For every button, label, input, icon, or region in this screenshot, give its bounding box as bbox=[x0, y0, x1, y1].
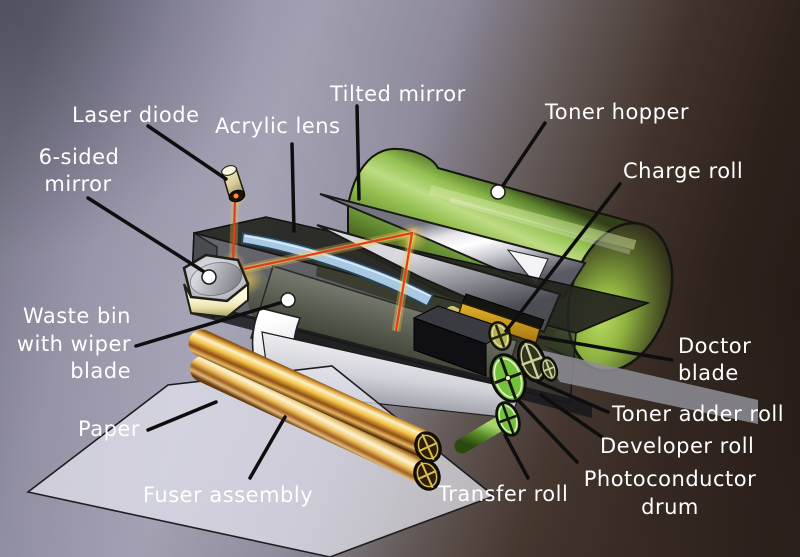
label-six-sided-mirror-line1: 6-sided bbox=[39, 145, 120, 169]
transfer-roll-cylinder bbox=[454, 413, 512, 454]
label-waste-bin-line1: Waste bin bbox=[23, 304, 131, 328]
acrylic-lens bbox=[241, 231, 435, 308]
leader-paper bbox=[146, 400, 218, 432]
transfer-roll-wheel bbox=[495, 401, 521, 437]
leader-lines bbox=[86, 104, 674, 480]
leader-toner-adder-roll bbox=[536, 380, 610, 414]
label-doctor-blade-line2: blade bbox=[678, 361, 739, 385]
laser-diode-part bbox=[221, 165, 246, 203]
photoconductor-drum-wheel bbox=[489, 353, 527, 403]
label-toner-adder-roll: Toner adder roll bbox=[611, 402, 784, 426]
beam-diode-segment bbox=[231, 199, 237, 267]
hopper-sheen bbox=[428, 185, 637, 250]
leader-tilted-mirror bbox=[355, 104, 361, 201]
mirror-end-wedge bbox=[506, 249, 549, 286]
hopper-highlight bbox=[449, 197, 631, 255]
leader-laser-diode bbox=[146, 124, 228, 181]
label-waste-bin-line2: with wiper bbox=[17, 332, 131, 356]
label-paper: Paper bbox=[78, 417, 140, 441]
label-acrylic-lens: Acrylic lens bbox=[215, 114, 341, 138]
fuser-assembly-rollers bbox=[188, 329, 442, 491]
marker-dot-waste-bin bbox=[280, 292, 296, 308]
leader-toner-hopper bbox=[498, 121, 547, 192]
label-tilted-mirror: Tilted mirror bbox=[329, 82, 466, 106]
leader-photoconductor-drum bbox=[516, 398, 579, 464]
leader-transfer-roll bbox=[503, 433, 530, 480]
label-doctor-blade-line1: Doctor bbox=[678, 334, 751, 358]
leader-six-sided-mirror bbox=[86, 196, 208, 275]
waste-bin-box bbox=[412, 305, 512, 377]
fuser-roller-lower bbox=[190, 356, 433, 483]
fuser-roller-lower-cap bbox=[413, 459, 441, 491]
leader-doctor-blade bbox=[538, 335, 674, 362]
leader-fuser-assembly bbox=[248, 415, 287, 480]
developer-roll-wheel bbox=[516, 339, 548, 383]
label-photoconductor-drum-line2: drum bbox=[641, 495, 699, 519]
label-fuser-assembly: Fuser assembly bbox=[143, 483, 313, 507]
label-laser-diode: Laser diode bbox=[72, 103, 200, 127]
label-toner-hopper: Toner hopper bbox=[544, 100, 689, 124]
marker-dot-toner-hopper bbox=[490, 184, 506, 200]
leader-waste-bin bbox=[134, 300, 285, 348]
label-six-sided-mirror-line2: mirror bbox=[44, 172, 111, 196]
fuser-roller-upper bbox=[188, 329, 437, 458]
marker-dot-six-sided-mirror bbox=[201, 269, 217, 285]
right-chassis-band bbox=[540, 350, 758, 424]
label-transfer-roll: Transfer roll bbox=[437, 482, 568, 506]
toner-adder-roll-wheel bbox=[539, 356, 559, 382]
leader-charge-roll bbox=[504, 182, 622, 333]
label-waste-bin-line3: blade bbox=[70, 359, 131, 383]
labels: Laser diode Tilted mirror Acrylic lens T… bbox=[17, 82, 784, 519]
leader-developer-roll bbox=[539, 393, 604, 439]
leader-acrylic-lens bbox=[290, 142, 296, 233]
fuser-roller-upper-cap bbox=[414, 431, 442, 463]
beam-scan-segment bbox=[243, 231, 414, 332]
label-charge-roll: Charge roll bbox=[623, 159, 743, 183]
label-photoconductor-drum-line1: Photoconductor bbox=[584, 467, 757, 491]
label-developer-roll: Developer roll bbox=[600, 434, 754, 458]
